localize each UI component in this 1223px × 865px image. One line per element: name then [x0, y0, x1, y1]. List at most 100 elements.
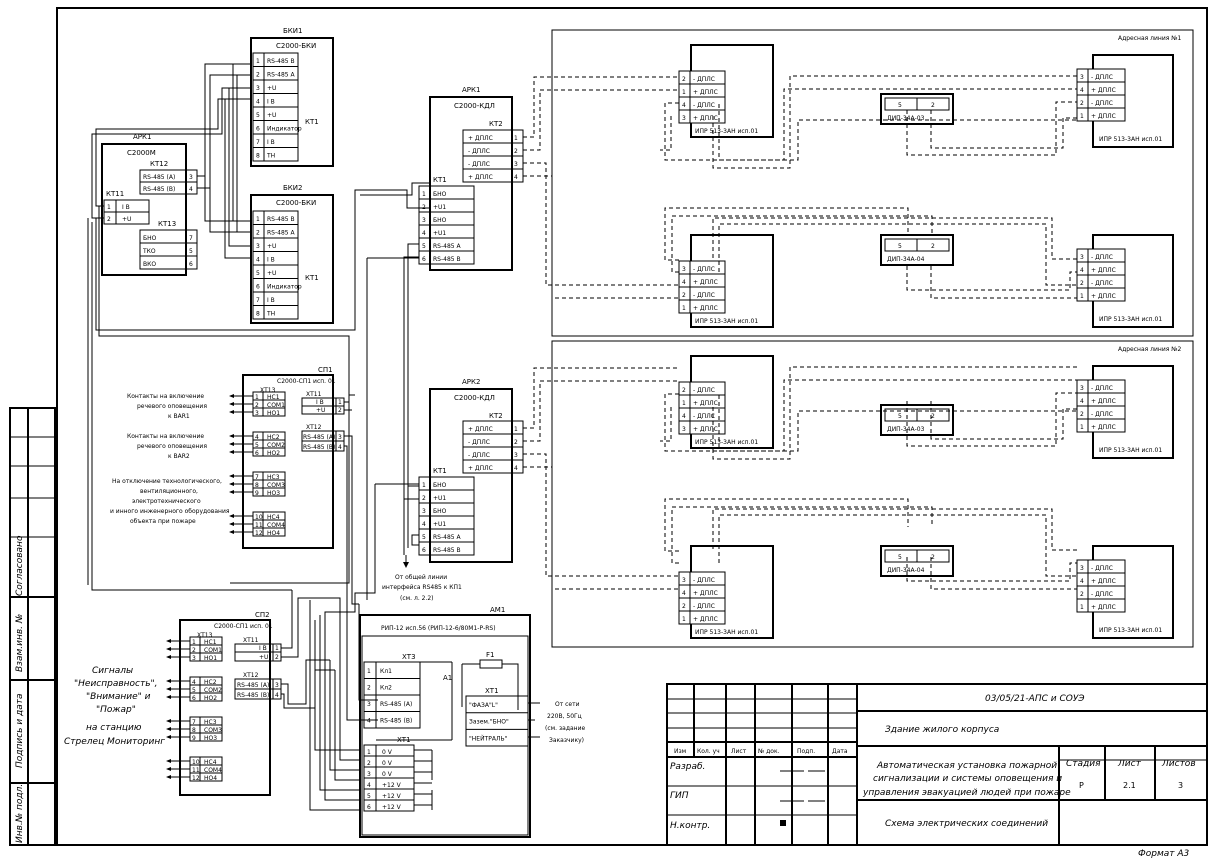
am1-a1: А1 — [443, 674, 452, 682]
dip-2-a-t5: 5 — [898, 413, 902, 420]
sp1-row-label: НО1 — [267, 410, 280, 417]
kdl1-in-num: 4 — [422, 230, 426, 237]
dip-1-a-label: ДИП-34А-03 — [887, 115, 925, 122]
kdl1-out-num: 3 — [514, 161, 518, 168]
am1-xt3-label: RS-485 (А) — [380, 701, 412, 708]
sp2-row-label: НО4 — [204, 775, 217, 782]
sp2-model: С2000-СП1 исп. 01 — [214, 623, 273, 630]
ipr-1-b-pin-label: + ДПЛС — [1091, 87, 1116, 94]
kdl1-in-num: 3 — [422, 217, 426, 224]
stage-value: Р — [1079, 781, 1084, 790]
sheet-title-2: сигнализации и системы оповещения и — [873, 774, 1062, 784]
ark1-p13-bno: БНО — [143, 235, 157, 242]
sp2-row-num: 7 — [192, 719, 196, 726]
bki2-kt: КТ1 — [305, 274, 319, 282]
sheet-drawing: Схема электрических соединений — [885, 819, 1048, 829]
ipr-1-a-pin-num: 3 — [682, 115, 686, 122]
ipr-2-c-pin-label: + ДПЛС — [693, 590, 718, 597]
bki1-pin-num: 6 — [256, 126, 260, 133]
sp1-row-num: 3 — [255, 410, 259, 417]
sp2-xt12-an: 3 — [275, 682, 279, 689]
side-stamp: Согласовано Взам.инв. № Подпись и дата И… — [9, 407, 56, 846]
sp2-xt11-1: I В — [259, 645, 267, 652]
ipr-1-b-pin-num: 2 — [1080, 100, 1084, 107]
bki1-kt: КТ1 — [305, 118, 319, 126]
signals-line-2: "Неисправность", — [74, 679, 158, 689]
sp2-row-num: 1 — [192, 639, 196, 646]
kdl1-out-label: - ДПЛС — [468, 161, 490, 168]
sp2-row-label: СОМ1 — [204, 647, 222, 654]
note-rs485: От общей линии — [395, 574, 447, 581]
sheet-format: Формат А3 — [1138, 849, 1190, 859]
kdl2-kt2: КТ2 — [489, 412, 503, 420]
bki2-pin-num: 8 — [256, 311, 260, 318]
am1-net-1: От сети — [555, 701, 580, 708]
sp1-note-3e: объекта при пожаре — [130, 518, 196, 525]
ipr-1-c-pin-label: - ДПЛС — [693, 266, 715, 273]
sp2-row-num: 5 — [192, 687, 196, 694]
kdl1-kt2: КТ2 — [489, 120, 503, 128]
ark1-p13-vko: ВКО — [143, 261, 156, 268]
bki2-pin-label: Индикатор — [267, 284, 302, 291]
row-gip: ГИП — [670, 791, 689, 801]
sp1-row-num: 8 — [255, 482, 259, 489]
sp1-row-label: НО4 — [267, 530, 280, 537]
sp1-model: С2000-СП1 исп. 01 — [277, 378, 336, 385]
am1-xt3-num: 1 — [367, 668, 371, 675]
ipr-2-d-pin-num: 1 — [1080, 604, 1084, 611]
kdl1-model: С2000-КДЛ — [454, 102, 495, 110]
sp2-xt11-2: +U — [259, 654, 268, 661]
ipr-1-a-pin-num: 1 — [682, 89, 686, 96]
bki1-pin-num: 4 — [256, 99, 260, 106]
ipr-1-c-pin-num: 4 — [682, 279, 686, 286]
kdl1-name: АРК1 — [462, 86, 480, 94]
sp2-row-num: 4 — [192, 679, 196, 686]
sheet-title-3: управления эвакуацией людей при пожаре — [862, 788, 1071, 798]
ark1-model: С2000М — [127, 149, 156, 157]
bki2-pin-label: RS-485 В — [267, 216, 295, 223]
bki2-name: БКИ2 — [283, 184, 302, 192]
note-rs485-2: интерфейса RS485 к КП1 — [382, 584, 462, 591]
ipr-2-b-pin-num: 2 — [1080, 411, 1084, 418]
kdl2-in-label: RS-485 В — [433, 547, 461, 554]
ark1-p12-a: RS-485 (А) — [143, 174, 175, 181]
bki1-pin-label: RS-485 В — [267, 58, 295, 65]
ark1-p12-a-n: 3 — [189, 174, 193, 181]
sp1-row-label: СОМ1 — [267, 402, 285, 409]
ark1-kt11: КТ11 — [106, 190, 124, 198]
sp1-xt12-b: RS-485 (В) — [303, 444, 335, 451]
sheets-total-value: 3 — [1178, 781, 1183, 790]
sp1-notes: Контакты на включение речевого оповещени… — [110, 393, 230, 525]
ipr-2-c-pin-num: 3 — [682, 577, 686, 584]
sheet-frame — [56, 7, 1208, 846]
bki1-pin-label: +U — [267, 112, 276, 119]
am1-xt1b-label: +12 V — [382, 804, 402, 811]
ark1-p11-2l: +U — [122, 216, 131, 223]
kdl1-in-label: RS-485 В — [433, 256, 461, 263]
ipr-1-a-pin-label: - ДПЛС — [693, 102, 715, 109]
sp1-row-label: НС4 — [267, 514, 280, 521]
ipr-1-b-pin-label: - ДПЛС — [1091, 100, 1113, 107]
sp2-row-label: НС3 — [204, 719, 217, 726]
kdl1-kt1: КТ1 — [433, 176, 447, 184]
col-list: Лист — [731, 748, 747, 755]
dip-2-b-label: ДИП-34А-04 — [887, 567, 925, 574]
ipr-1-c-pin-num: 1 — [682, 305, 686, 312]
ipr-2-a-label: ИПР 513-3АН исп.01 — [695, 439, 758, 446]
am1-wiring — [309, 466, 433, 811]
row-nkontr: Н.контр. — [670, 821, 710, 831]
am1-xt1b-label: +12 V — [382, 793, 402, 800]
ipr-1-d-pin-label: - ДПЛС — [1091, 254, 1113, 261]
kdl1-in-label: RS-485 А — [433, 243, 462, 250]
bki1-pin-label: Индикатор — [267, 126, 302, 133]
kdl2-in-num: 6 — [422, 547, 426, 554]
